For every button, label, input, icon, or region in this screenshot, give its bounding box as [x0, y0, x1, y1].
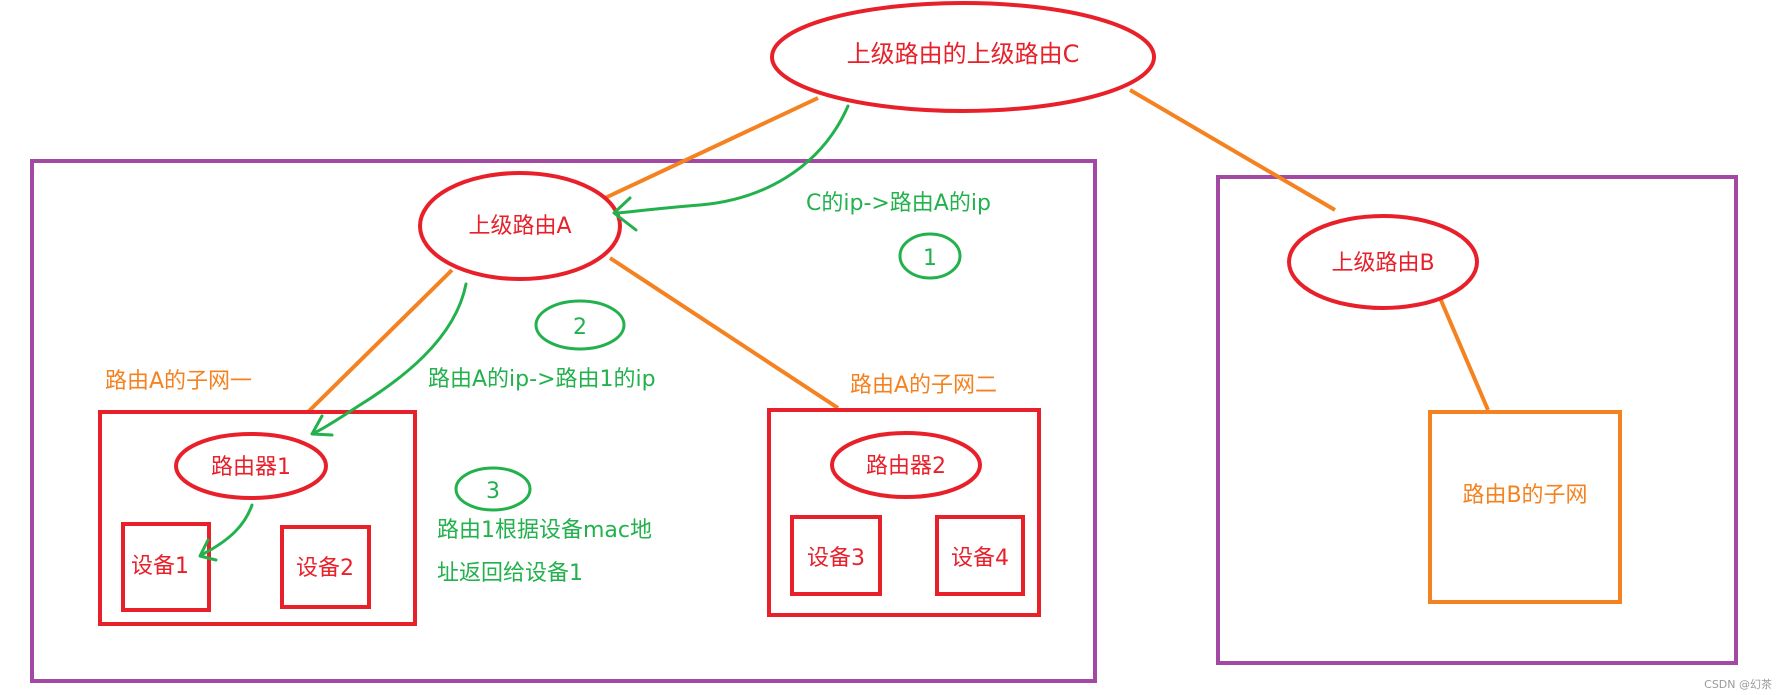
- link-a-router1: [306, 268, 454, 414]
- step1-circle: [898, 232, 962, 280]
- router-a-label: 上级路由A: [468, 214, 571, 239]
- step1-text: C的ip->路由A的ip: [806, 191, 991, 216]
- device-2-box: [280, 525, 371, 609]
- device-3-label: 设备3: [807, 546, 865, 571]
- router-a-node: [418, 171, 622, 281]
- router-2-label: 路由器2: [866, 454, 946, 479]
- device-3-box: [790, 515, 882, 596]
- step3-circle: [454, 466, 532, 512]
- flow-arrow-a-to-router1: [314, 282, 468, 434]
- device-2-label: 设备2: [296, 556, 354, 581]
- router-b-node: [1287, 214, 1479, 310]
- subnet-b-label: 路由B的子网: [1462, 483, 1587, 508]
- region-box-a: [30, 159, 1097, 683]
- region-box-b: [1216, 175, 1738, 665]
- step3-text-line2: 址返回给设备1: [437, 561, 583, 586]
- subnet-b-box: [1428, 410, 1622, 604]
- step3-mark: 3: [486, 479, 500, 504]
- link-c-a: [604, 96, 819, 200]
- step2-text: 路由A的ip->路由1的ip: [428, 367, 656, 392]
- router-1-node: [174, 432, 328, 500]
- flow-arrowhead-device1: [198, 538, 218, 562]
- flow-arrowhead-a: [612, 196, 638, 232]
- subnet-a-two-box: [767, 408, 1041, 617]
- watermark: CSDN @幻茶: [1704, 678, 1772, 691]
- router-2-node: [830, 431, 982, 499]
- step3-text-line1: 路由1根据设备mac地: [437, 518, 652, 543]
- link-b-subnet: [1438, 297, 1490, 411]
- subnet-a-one-label: 路由A的子网一: [105, 369, 252, 394]
- router-b-label: 上级路由B: [1331, 251, 1434, 276]
- device-4-box: [935, 515, 1025, 596]
- router-c-label: 上级路由的上级路由C: [847, 40, 1080, 68]
- step2-circle: [534, 299, 626, 351]
- router-1-label: 路由器1: [211, 455, 291, 480]
- flow-arrow-c-to-a: [615, 104, 850, 215]
- flow-arrowhead-router1: [310, 414, 334, 437]
- device-1-label: 设备1: [131, 554, 189, 579]
- link-c-b: [1128, 88, 1337, 212]
- subnet-a-one-box: [98, 410, 417, 626]
- step1-mark: 1: [923, 246, 937, 271]
- subnet-a-two-label: 路由A的子网二: [850, 373, 997, 398]
- device-1-box: [121, 522, 211, 612]
- step2-mark: 2: [573, 315, 587, 340]
- link-a-router2: [608, 256, 840, 410]
- router-c-node: [770, 1, 1156, 113]
- device-4-label: 设备4: [951, 546, 1009, 571]
- flow-arrow-router1-to-device1: [201, 503, 254, 556]
